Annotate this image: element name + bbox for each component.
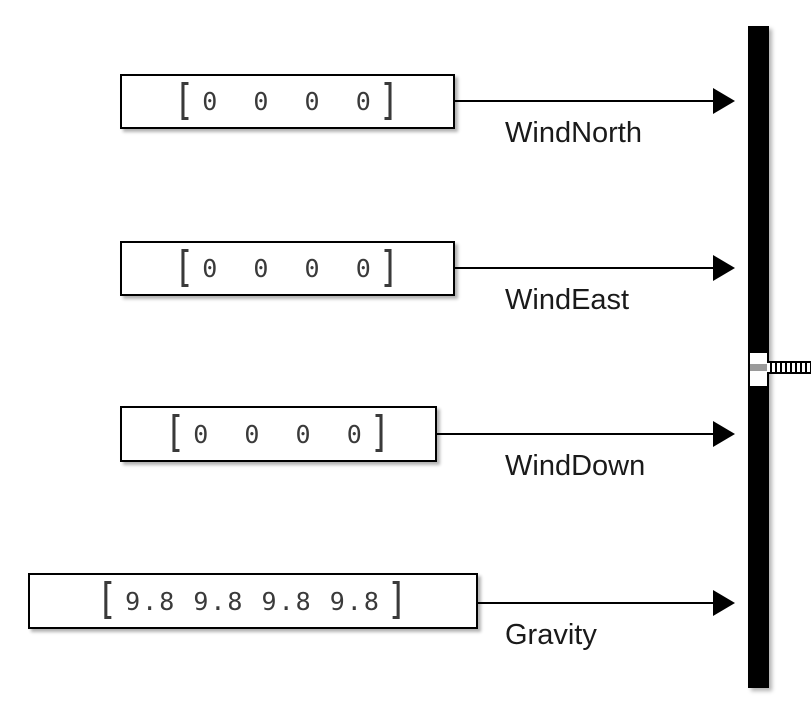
mux-output-port-divider <box>750 364 767 371</box>
constant-value-wind-east: [0 0 0 0] <box>174 246 401 289</box>
constant-numbers: 9.8 9.8 9.8 9.8 <box>125 586 381 616</box>
constant-block-wind-north[interactable]: [0 0 0 0] <box>120 74 455 129</box>
constant-value-gravity: [9.8 9.8 9.8 9.8] <box>97 579 410 622</box>
signal-line-wind-down[interactable] <box>437 433 713 435</box>
constant-numbers: 0 0 0 0 <box>202 87 373 116</box>
constant-value-wind-north: [0 0 0 0] <box>174 79 401 122</box>
mux-output-bus-line[interactable] <box>767 361 811 374</box>
signal-label-wind-north: WindNorth <box>505 117 642 149</box>
signal-line-gravity[interactable] <box>478 602 713 604</box>
bracket-close-icon: ] <box>369 408 393 459</box>
constant-block-gravity[interactable]: [9.8 9.8 9.8 9.8] <box>28 573 478 629</box>
signal-line-wind-east[interactable] <box>455 267 713 269</box>
arrow-head-wind-east-icon <box>713 255 735 281</box>
constant-block-wind-east[interactable]: [0 0 0 0] <box>120 241 455 296</box>
constant-value-wind-down: [0 0 0 0] <box>165 412 392 455</box>
bracket-close-icon: ] <box>386 575 410 626</box>
bracket-open-icon: [ <box>164 408 188 459</box>
bracket-close-icon: ] <box>378 242 402 293</box>
constant-numbers: 0 0 0 0 <box>193 419 364 449</box>
arrow-head-wind-north-icon <box>713 88 735 114</box>
bracket-open-icon: [ <box>173 75 197 126</box>
signal-label-wind-east: WindEast <box>505 284 630 316</box>
bracket-open-icon: [ <box>96 575 120 626</box>
signal-label-gravity: Gravity <box>505 619 597 651</box>
bracket-open-icon: [ <box>173 242 197 293</box>
signal-label-wind-down: WindDown <box>505 450 646 482</box>
arrow-head-gravity-icon <box>713 590 735 616</box>
bracket-close-icon: ] <box>378 75 402 126</box>
constant-numbers: 0 0 0 0 <box>202 254 373 283</box>
arrow-head-wind-down-icon <box>713 421 735 447</box>
constant-block-wind-down[interactable]: [0 0 0 0] <box>120 406 437 462</box>
signal-line-wind-north[interactable] <box>455 100 713 102</box>
